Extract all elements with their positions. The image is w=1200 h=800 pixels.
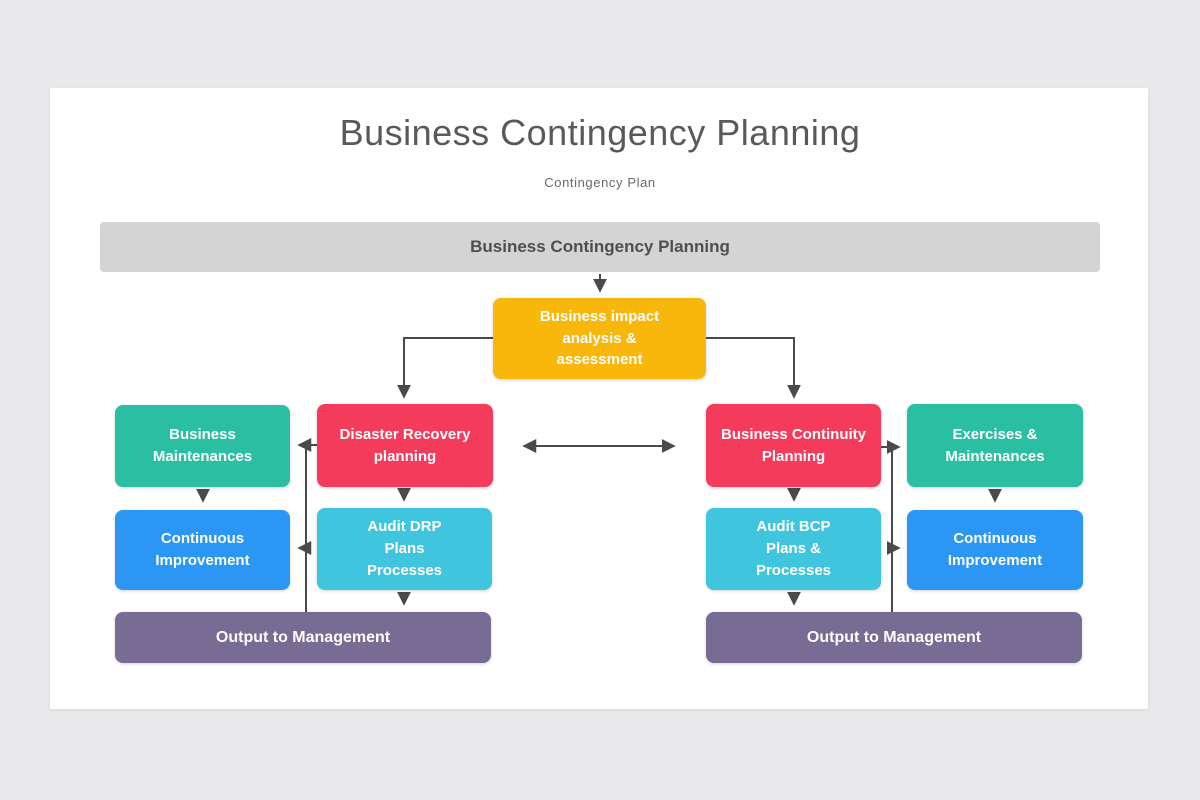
node-output-to-management-left: Output to Management: [115, 612, 491, 663]
node-exercises-maintenances: Exercises & Maintenances: [907, 404, 1083, 487]
node-business-impact-analysis: Business impact analysis & assessment: [493, 298, 706, 379]
node-continuous-improvement-right: Continuous Improvement: [907, 510, 1083, 590]
node-audit-bcp-plans: Audit BCP Plans & Processes: [706, 508, 881, 590]
node-continuous-improvement-left: Continuous Improvement: [115, 510, 290, 590]
node-disaster-recovery-planning: Disaster Recovery planning: [317, 404, 493, 487]
node-business-continuity-planning: Business Continuity Planning: [706, 404, 881, 487]
banner-business-contingency-planning: Business Contingency Planning: [100, 222, 1100, 272]
node-audit-drp-plans: Audit DRP Plans Processes: [317, 508, 492, 590]
page-subtitle: Contingency Plan: [544, 175, 656, 190]
node-output-to-management-right: Output to Management: [706, 612, 1082, 663]
node-business-maintenances: Business Maintenances: [115, 405, 290, 487]
slide-card: [50, 88, 1148, 709]
page-title: Business Contingency Planning: [339, 112, 861, 153]
